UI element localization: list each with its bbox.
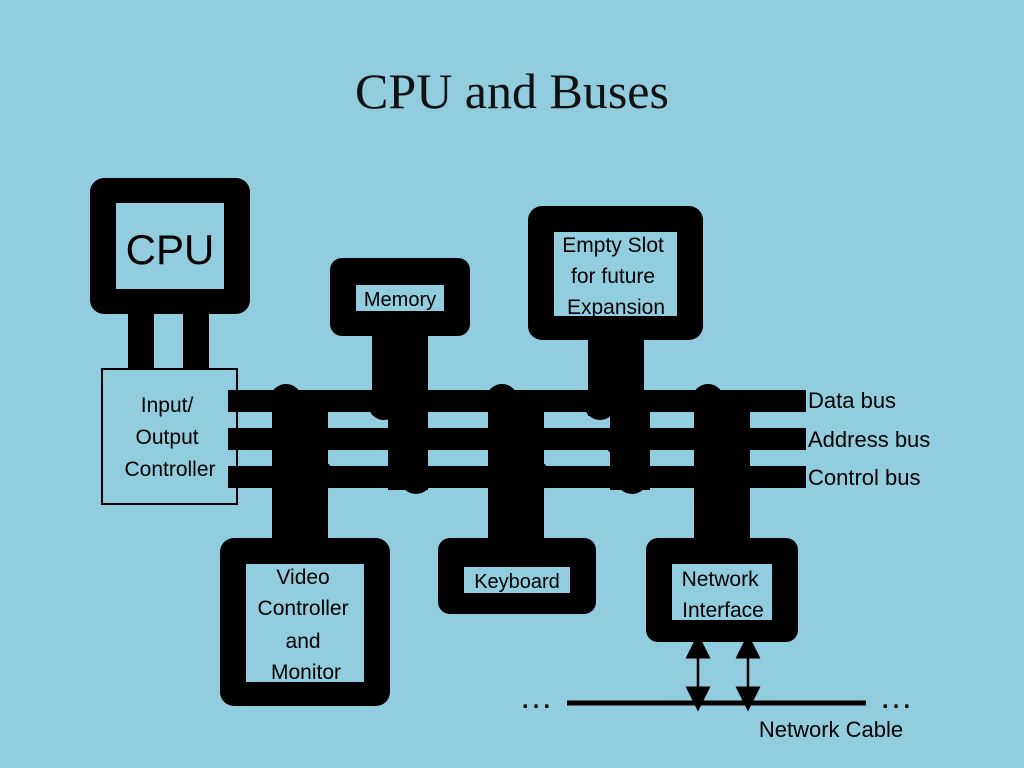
network-label-line-2: Interface — [682, 599, 764, 622]
empty-slot-line-2: for future — [571, 265, 655, 288]
io-label-line-2: Output — [136, 426, 199, 449]
cpu-label: CPU — [126, 226, 215, 273]
svg-text:Empty Slot for future: Empty Slot for future Expansion — [562, 234, 669, 319]
network-cable-label: Network Cable — [759, 717, 903, 742]
video-controller-module: Video Controller and Monitor — [220, 384, 390, 706]
network-cable: … … Network Cable — [519, 633, 913, 742]
keyboard-label: Keyboard — [474, 571, 560, 593]
slide-title: CPU and Buses — [355, 63, 669, 119]
cable-ellipsis-left: … — [519, 678, 553, 716]
video-label-line-1: Video — [276, 566, 329, 589]
empty-slot-line-3: Expansion — [567, 296, 665, 319]
video-label-line-3: and — [286, 630, 321, 653]
io-controller-box: Input/ Output Controller — [101, 368, 238, 505]
memory-label: Memory — [364, 289, 436, 311]
cpu-box: CPU — [90, 178, 250, 314]
empty-slot-line-1: Empty Slot — [562, 234, 664, 257]
keyboard-module: Keyboard — [438, 384, 596, 614]
memory-module: Memory — [330, 258, 470, 494]
data-bus-label: Data bus — [808, 388, 896, 413]
network-interface-module: Network Interface — [646, 384, 798, 642]
svg-text:Network Interface: Network Interface — [682, 568, 765, 622]
video-label-line-4: Monitor — [271, 661, 341, 684]
network-label-line-1: Network — [682, 568, 760, 591]
svg-text:Video Controller a: Video Controller and Monitor — [258, 566, 355, 684]
video-label-line-2: Controller — [258, 597, 349, 620]
empty-slot-module: Empty Slot for future Expansion — [528, 206, 703, 494]
io-label-line-3: Controller — [124, 458, 215, 481]
cable-ellipsis-right: … — [879, 678, 913, 716]
io-label-line-1: Input/ — [141, 394, 194, 417]
svg-text:Input/ Output Cont: Input/ Output Controller — [124, 394, 215, 481]
address-bus-label: Address bus — [808, 427, 930, 452]
cpu-connectors — [128, 312, 209, 370]
control-bus-label: Control bus — [808, 465, 921, 490]
